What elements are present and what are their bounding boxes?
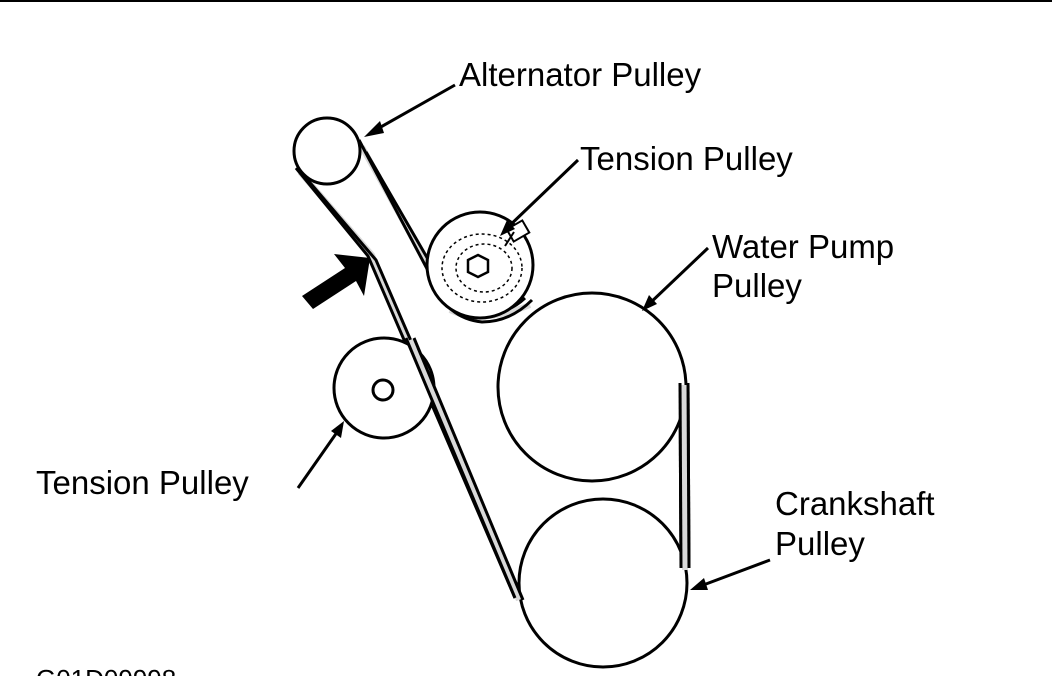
lower-tension-pulley-label: Tension Pulley bbox=[36, 464, 249, 501]
tension-bolt-hex bbox=[466, 253, 490, 279]
crankshaft-pulley bbox=[517, 497, 689, 669]
upper-tension-pulley bbox=[425, 210, 535, 320]
lower-tension-hub bbox=[371, 378, 395, 402]
upper-tension-pulley-label: Tension Pulley bbox=[580, 140, 793, 177]
leader-upper-tension bbox=[500, 158, 580, 236]
water-pump-pulley-label-line1: Water Pump bbox=[712, 228, 894, 265]
alternator-pulley-label: Alternator Pulley bbox=[459, 56, 702, 93]
leader-water-pump bbox=[642, 246, 710, 311]
water-pump-pulley-label-line2: Pulley bbox=[712, 267, 802, 304]
adjuster-bolt bbox=[504, 219, 531, 247]
drive-belt-front bbox=[404, 337, 691, 602]
leader-lower-tension bbox=[296, 421, 344, 489]
leader-alternator bbox=[364, 83, 456, 137]
leader-crankshaft bbox=[690, 558, 771, 590]
bold-arrow-icon bbox=[302, 254, 370, 309]
crankshaft-pulley-label-line2: Pulley bbox=[775, 525, 865, 562]
figure-code: G01D09998 bbox=[36, 664, 176, 676]
alternator-pulley bbox=[292, 116, 362, 186]
water-pump-pulley bbox=[496, 291, 688, 483]
crankshaft-pulley-label-line1: Crankshaft bbox=[775, 485, 935, 522]
